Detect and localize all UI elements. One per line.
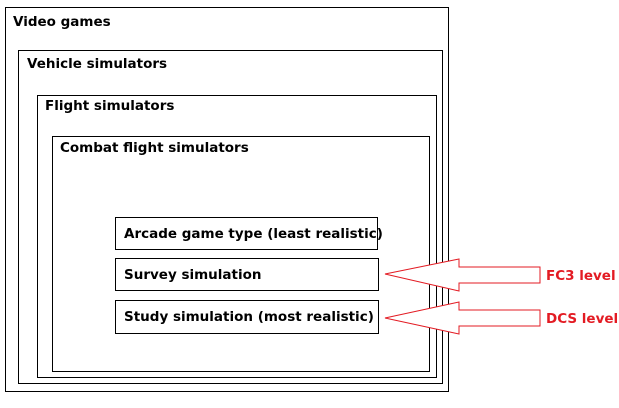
video-games-title: Video games	[13, 14, 111, 30]
study-simulation-item: Study simulation (most realistic)	[115, 300, 379, 334]
vehicle-simulators-title: Vehicle simulators	[27, 56, 168, 72]
arcade-game-type-item: Arcade game type (least realistic)	[115, 217, 383, 250]
fc3-level-label: FC3 level	[546, 268, 616, 284]
fc3-arrow	[384, 258, 541, 292]
survey-simulation-item: Survey simulation	[115, 258, 379, 291]
dcs-arrow	[384, 301, 541, 335]
flight-simulators-title: Flight simulators	[45, 98, 175, 114]
dcs-level-label: DCS level	[546, 311, 619, 327]
combat-flight-simulators-title: Combat flight simulators	[60, 140, 249, 156]
